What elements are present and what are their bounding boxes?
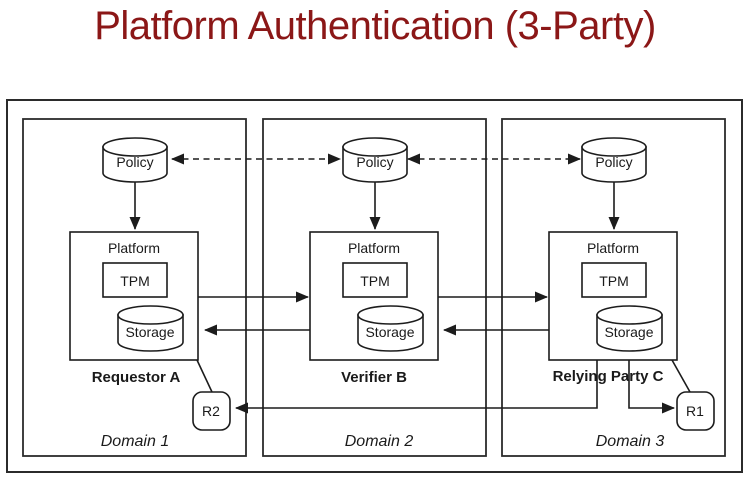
platform3-to-r1-arrow [628, 360, 675, 414]
storage-db-3: Storage [596, 305, 663, 352]
domain-label-1: Domain 1 [101, 433, 169, 450]
domain-1-box [22, 118, 247, 457]
policy-cylinder-body [342, 146, 408, 183]
storage-label: Storage [365, 324, 414, 340]
tpm-label: TPM [360, 273, 390, 289]
domain-3-group: Policy Platform TPM Storage Relying Part… [501, 118, 726, 457]
r1-node: R1 [676, 391, 715, 431]
r2-label: R2 [202, 403, 220, 419]
tpm-label: TPM [599, 273, 629, 289]
policy-cylinder-top [581, 137, 647, 157]
tpm-box-1 [102, 262, 168, 298]
platform-label: Platform [587, 240, 639, 256]
platform1-to-r2-link [196, 359, 213, 393]
policy-label: Policy [595, 154, 632, 170]
storage-db-2: Storage [357, 305, 424, 352]
policy-cylinder-body [581, 146, 647, 183]
page-title: Platform Authentication (3-Party) [94, 4, 656, 48]
tpm-label: TPM [120, 273, 150, 289]
domain-2-box [262, 118, 487, 457]
platform3-to-r2-arrow [235, 360, 598, 414]
storage-cylinder-body [357, 314, 424, 352]
domain-3-box [501, 118, 726, 457]
policy-cylinder-top [342, 137, 408, 157]
policy-db-2: Policy [342, 137, 408, 183]
outer-frame [6, 99, 743, 473]
storage-cylinder-top [357, 305, 424, 325]
r2-box [192, 391, 231, 431]
r2-node: R2 [192, 391, 231, 431]
storage-cylinder-top [596, 305, 663, 325]
policy-cylinder-body [102, 146, 168, 183]
policy-db-3: Policy [581, 137, 647, 183]
storage-cylinder-body [117, 314, 184, 352]
policy-db-1: Policy [102, 137, 168, 183]
entity-label-1: Requestor A [92, 369, 181, 386]
entity-label-3: Relying Party C [553, 368, 664, 385]
storage-label: Storage [604, 324, 653, 340]
domain-2-group: Policy Platform TPM Storage Verifier B D… [262, 118, 487, 457]
storage-cylinder-top [117, 305, 184, 325]
domain-1-group: Policy Platform TPM Storage Requestor A … [22, 118, 247, 457]
platform-label: Platform [108, 240, 160, 256]
storage-cylinder-body [596, 314, 663, 352]
policy-label: Policy [116, 154, 153, 170]
entity-label-2: Verifier B [341, 369, 407, 386]
r1-box [676, 391, 715, 431]
r1-label: R1 [686, 403, 704, 419]
policy-cylinder-top [102, 137, 168, 157]
tpm-box-2 [342, 262, 408, 298]
policy-label: Policy [356, 154, 393, 170]
domain-label-3: Domain 3 [596, 433, 665, 450]
tpm-box-3 [581, 262, 647, 298]
storage-db-1: Storage [117, 305, 184, 352]
storage-label: Storage [125, 324, 174, 340]
platform-label: Platform [348, 240, 400, 256]
platform3-to-r1-link [671, 359, 691, 393]
domain-label-2: Domain 2 [345, 433, 414, 450]
